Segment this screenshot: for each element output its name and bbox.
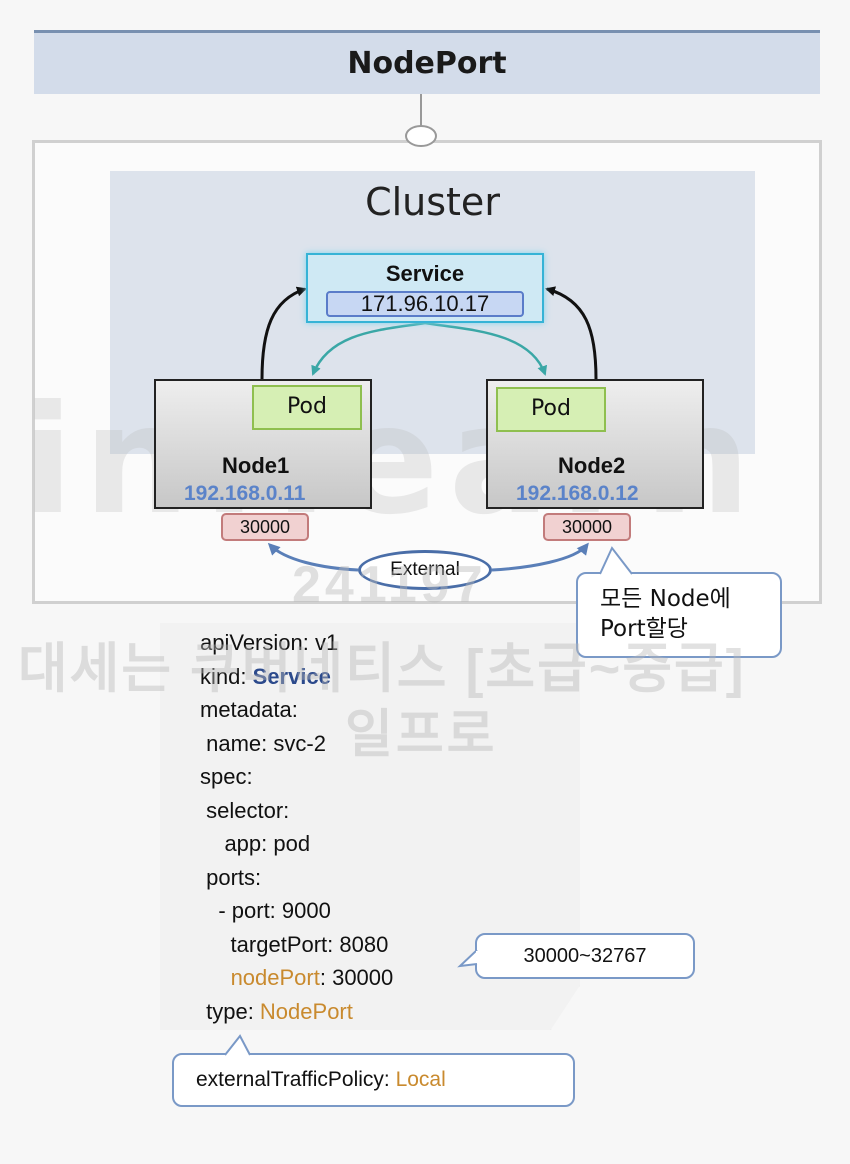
callout-port-range: 30000~32767 [475,933,695,979]
yaml-line: selector: [200,797,290,823]
callout-traffic-policy: externalTrafficPolicy: Local [172,1053,575,1107]
title-connector-circle [405,125,437,147]
node1-to-service-arrow [260,286,307,380]
external-to-port2-arrow [491,542,589,572]
pod1-box: Pod [252,385,362,430]
node1-port: 30000 [221,513,309,541]
service-to-pod2-arrow [424,321,548,376]
policy-key: externalTrafficPolicy: [196,1068,396,1091]
yaml-key: kind: [200,663,253,689]
watermark-id: 241197 [292,556,487,614]
callout-line: 모든 Node에 [600,586,731,612]
cluster-label: Cluster [365,180,500,224]
node2-to-service-arrow [545,286,598,380]
yaml-line: type: NodePort [200,995,393,1029]
yaml-type-value: NodePort [259,998,353,1024]
yaml-line: name: svc-2 [200,730,326,756]
yaml-nodeport-value: : 30000 [319,965,394,990]
title-bar: NodePort [34,30,820,94]
service-box: Service 171.96.10.17 [306,253,544,323]
node2-box: Pod Node2 192.168.0.12 [486,379,704,509]
yaml-kind-value: Service [252,663,331,689]
callout-policy-tail [224,1034,251,1056]
callout-line: Port할당 [600,616,688,642]
yaml-key: type: [200,998,260,1024]
callout-range-tail [457,949,478,968]
yaml-line: ports: [200,864,262,890]
node1-name: Node1 [222,453,290,478]
yaml-line: apiVersion: v1 [200,630,339,655]
service-cluster-ip: 171.96.10.17 [326,291,524,317]
pod2-box: Pod [496,387,606,432]
yaml-line: nodePort: 30000 [200,961,394,995]
node2-port: 30000 [543,513,631,541]
node1-ip: 192.168.0.11 [184,482,306,505]
yaml-line: kind: Service [200,660,393,694]
callout-all-nodes-port: 모든 Node에 Port할당 [576,572,782,658]
yaml-code: apiVersion: v1 kind: Service metadata: n… [200,626,393,1028]
yaml-line: targetPort: 8080 [200,931,389,957]
node2-name: Node2 [558,453,626,478]
diagram-title: NodePort [347,46,507,81]
watermark-name: 일프로 [345,706,498,764]
callout-node-tail [599,546,633,575]
yaml-nodeport-key: nodePort [230,965,320,990]
watermark-course: 대세는 쿠버네티스 [초급~중급] [18,639,746,699]
external-to-port1-arrow [267,542,359,572]
service-label: Service [385,261,465,286]
node2-ip: 192.168.0.12 [516,482,639,505]
service-to-pod1-arrow [311,321,426,376]
yaml-line: spec: [200,764,253,789]
yaml-line: app: pod [200,831,311,856]
yaml-line: metadata: [200,697,298,722]
policy-value: Local [395,1068,446,1091]
external-client: External [358,550,492,590]
node1-box: Pod Node1 192.168.0.11 [154,379,372,509]
yaml-line: - port: 9000 [200,898,331,923]
